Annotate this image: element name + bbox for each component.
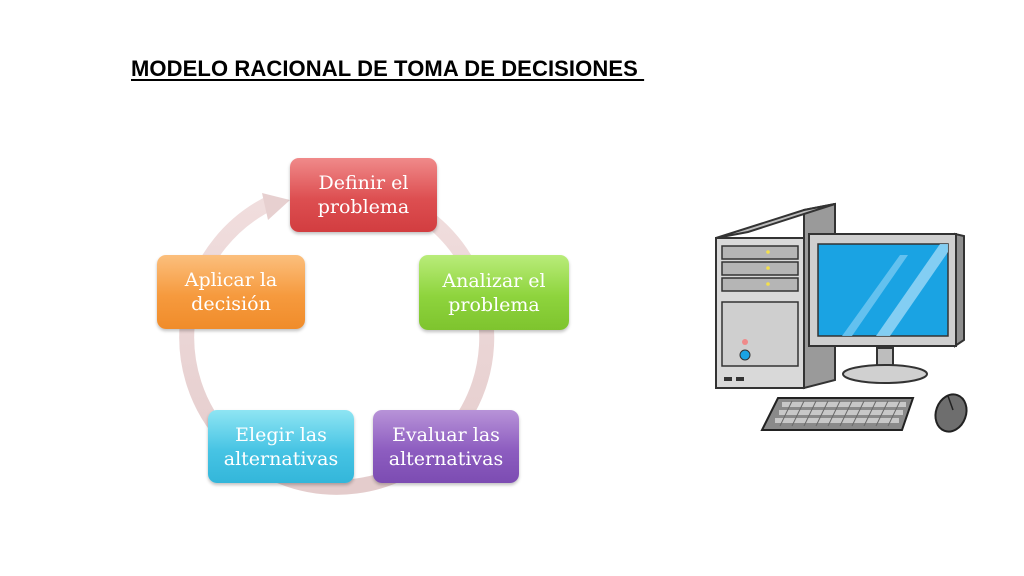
step-elegir-alternativas: Elegir las alternativas — [208, 410, 354, 483]
drive-bay-1 — [721, 245, 799, 260]
power-button — [739, 349, 751, 361]
cycle-arrowhead — [262, 193, 290, 220]
page-title: MODELO RACIONAL DE TOMA DE DECISIONES — [131, 56, 645, 81]
step-definir-problema: Definir el problema — [290, 158, 437, 232]
power-led — [742, 339, 748, 345]
step-evaluar-alternativas: Evaluar las alternativas — [373, 410, 519, 483]
step-analizar-problema: Analizar el problema — [419, 255, 569, 330]
tower-top — [715, 203, 836, 239]
tower-panel — [721, 301, 799, 367]
step-aplicar-decision: Aplicar la decisión — [157, 255, 305, 329]
drive-bay-2 — [721, 261, 799, 276]
keyboard-keys — [775, 402, 906, 423]
drive-bay-3 — [721, 277, 799, 292]
mouse — [934, 393, 968, 433]
monitor-base — [842, 364, 928, 384]
